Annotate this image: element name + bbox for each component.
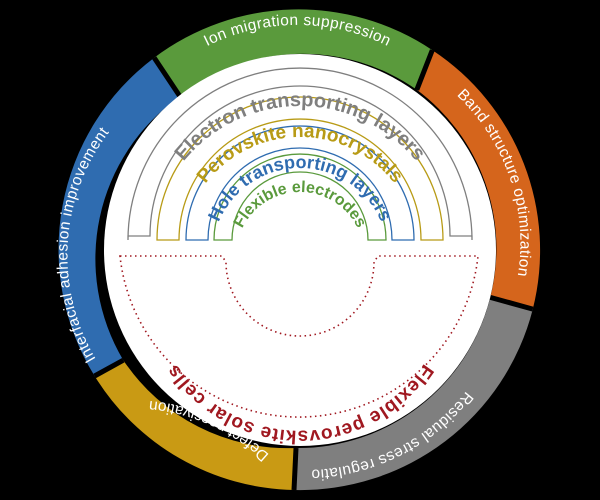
ring-segment-band xyxy=(416,50,541,310)
ring-segment-ion xyxy=(154,9,433,97)
ring-segment-residual xyxy=(294,297,533,491)
ring-separators xyxy=(93,49,534,491)
layer-outline-perovskite xyxy=(156,96,444,241)
layer-outline-electron xyxy=(127,67,473,241)
layer-outline-hole xyxy=(185,125,415,241)
inner-disk xyxy=(104,54,496,446)
ring-segment-interfacial xyxy=(58,57,180,376)
layer-outline-electrodes xyxy=(213,153,387,241)
ring-segment-defect xyxy=(94,360,296,490)
